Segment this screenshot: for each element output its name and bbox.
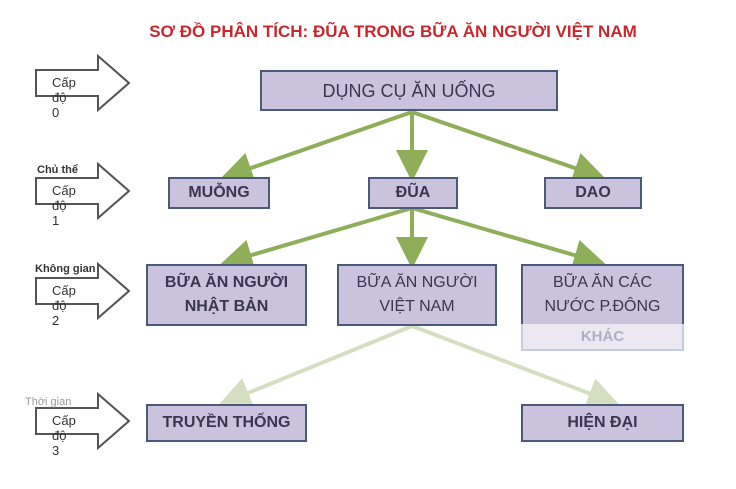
level-arrow-3: [35, 391, 131, 451]
level-arrow-2: [35, 261, 131, 321]
node-dao: DAO: [544, 177, 642, 209]
connector-root-muong: [220, 110, 413, 184]
node-muong: MUỖNG: [168, 177, 270, 209]
caption-khong-gian: Không gian: [35, 263, 96, 275]
connector-root-dao: [411, 110, 606, 184]
connector-viet-truyenthong: [218, 324, 413, 408]
caption-chu-the: Chủ thể: [37, 164, 78, 176]
level-arrow-1: [35, 161, 131, 221]
caption-thoi-gian: Thời gian: [25, 396, 72, 408]
connector-viet-hiendai: [411, 324, 620, 409]
level-arrow-0: [35, 53, 131, 113]
connector-dua-khac: [411, 206, 606, 271]
node-root: DỤNG CỤ ĂN UỐNG: [260, 70, 558, 111]
node-nuoc-phuong-dong-khac: KHÁC: [521, 324, 684, 351]
node-dua: ĐŨA: [368, 177, 458, 209]
diagram-title: SƠ ĐỒ PHÂN TÍCH: ĐŨA TRONG BỮA ĂN NGƯỜI …: [149, 22, 637, 41]
node-truyen-thong: TRUYỀN THỐNG: [146, 404, 307, 442]
connector-dua-nhat: [220, 206, 413, 271]
node-hien-dai: HIỆN ĐẠI: [521, 404, 684, 442]
